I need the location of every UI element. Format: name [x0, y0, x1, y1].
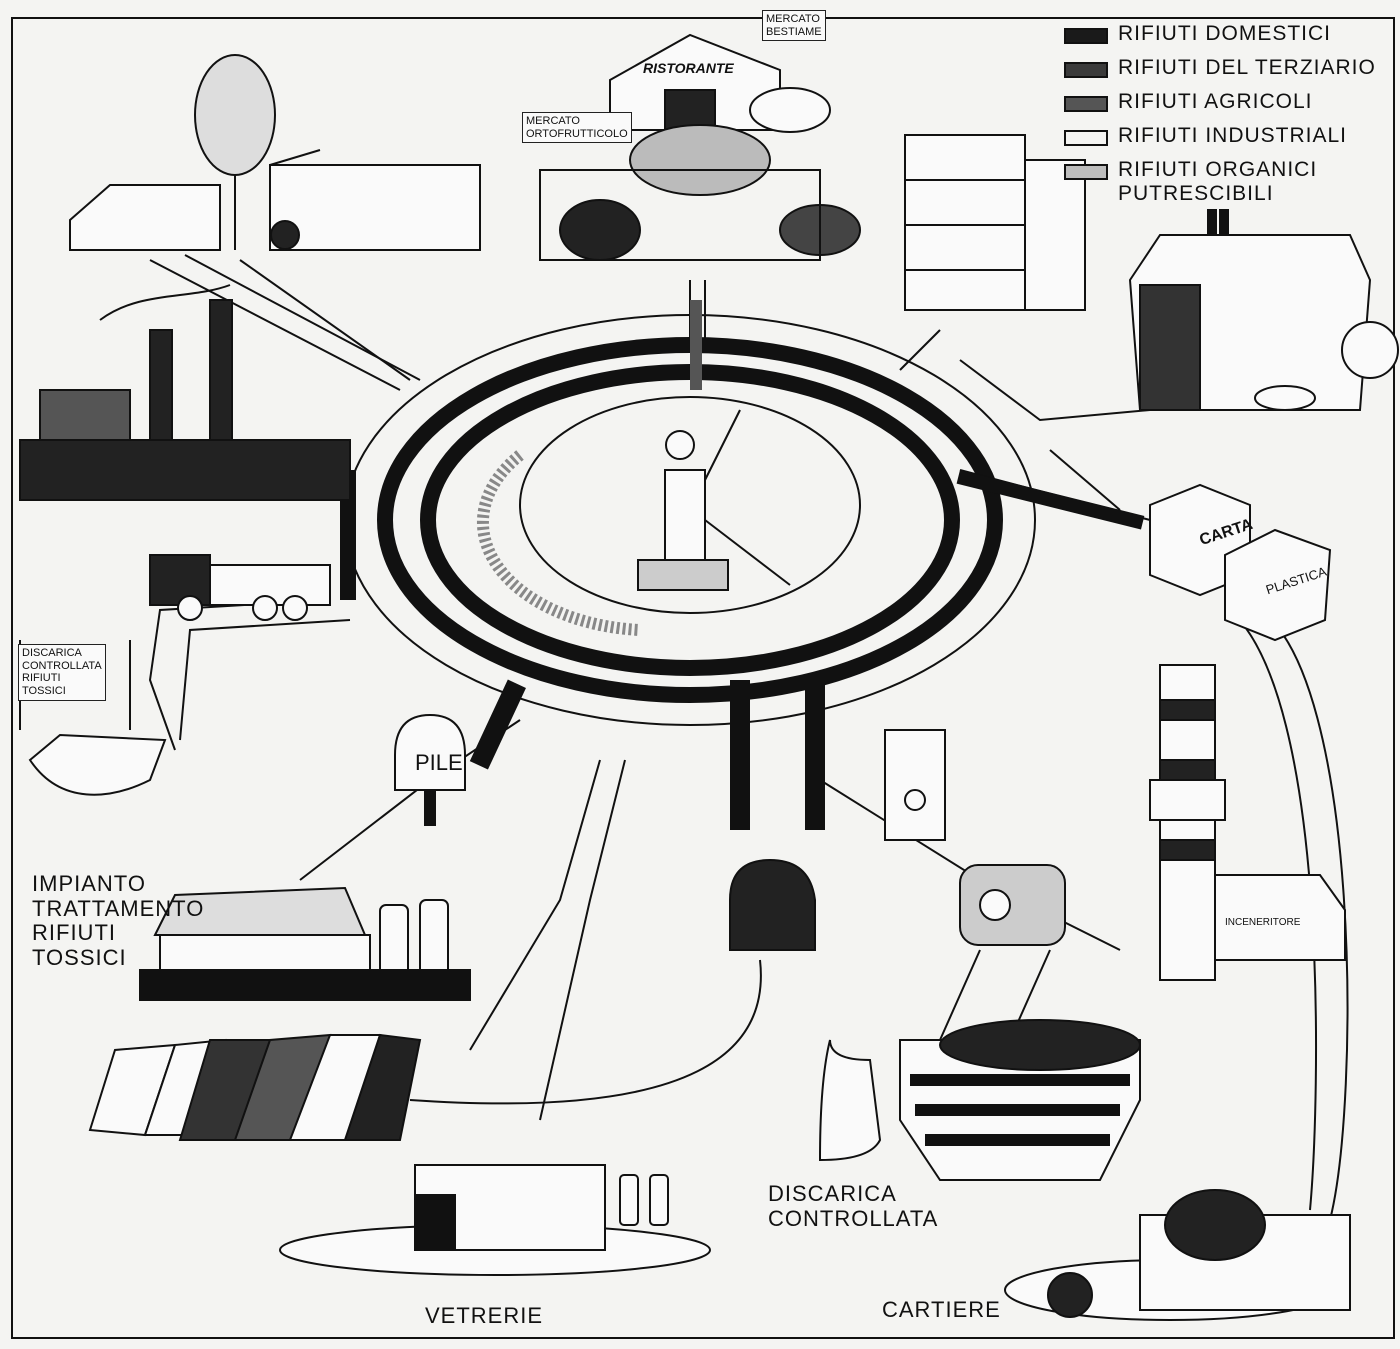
discarica-label: DISCARICA CONTROLLATA	[768, 1181, 939, 1231]
discarica-tossici-sign: DISCARICA CONTROLLATA RIFIUTI TOSSICI	[18, 644, 106, 701]
toxic-treatment-plant	[139, 886, 471, 1001]
factory	[19, 284, 351, 501]
mercato-bestiame-sign: MERCATO BESTIAME	[762, 10, 826, 42]
legend-item: RIFIUTI DEL TERZIARIO	[1064, 56, 1394, 90]
waste-bin	[729, 858, 816, 951]
glassworks	[279, 1164, 711, 1276]
pile-label: PILE	[415, 750, 463, 775]
recycling-bins	[1149, 483, 1332, 642]
legend-item: RIFIUTI AGRICOLI	[1064, 90, 1394, 124]
battery-bin	[394, 713, 466, 826]
mercato-ortofrutticolo-sign: MERCATO ORTOFRUTTICOLO	[522, 112, 632, 144]
legend-swatch	[1064, 164, 1108, 180]
sorting-belts	[88, 1033, 422, 1141]
legend: RIFIUTI DOMESTICI RIFIUTI DEL TERZIARIO …	[1064, 22, 1394, 218]
inceneritore-label: INCENERITORE	[1225, 917, 1301, 928]
ristorante-sign: RISTORANTE	[643, 60, 734, 76]
paper-mill	[1004, 1189, 1351, 1321]
incinerator	[1149, 664, 1346, 981]
frame	[11, 17, 1395, 1339]
compactor	[959, 864, 1066, 946]
market-restaurant	[539, 33, 861, 261]
street-sweeper	[637, 409, 791, 591]
truck	[149, 554, 331, 621]
office-building	[904, 134, 1086, 311]
legend-label: RIFIUTI INDUSTRIALI	[1118, 124, 1348, 147]
controlled-landfill	[818, 1019, 1141, 1181]
cartiere-label: CARTIERE	[882, 1297, 1001, 1322]
impianto-label: IMPIANTO TRATTAMENTO RIFIUTI TOSSICI	[32, 871, 205, 970]
legend-swatch	[1064, 96, 1108, 112]
legend-label: RIFIUTI DOMESTICI	[1118, 22, 1331, 45]
legend-swatch	[1064, 28, 1108, 44]
legend-item: RIFIUTI ORGANICI PUTRESCIBILI	[1064, 158, 1394, 218]
vetrerie-label: VETRERIE	[425, 1303, 544, 1328]
legend-label: RIFIUTI ORGANICI PUTRESCIBILI	[1118, 158, 1318, 206]
legend-swatch	[1064, 62, 1108, 78]
legend-label: RIFIUTI DEL TERZIARIO	[1118, 56, 1376, 79]
legend-label: RIFIUTI AGRICOLI	[1118, 90, 1313, 113]
legend-item: RIFIUTI DOMESTICI	[1064, 22, 1394, 56]
farm	[69, 54, 481, 251]
legend-item: RIFIUTI INDUSTRIALI	[1064, 124, 1394, 158]
legend-swatch	[1064, 130, 1108, 146]
house	[1128, 209, 1399, 411]
domestic-waste-spokes	[340, 300, 1145, 830]
pharmacy-bin	[884, 729, 946, 841]
